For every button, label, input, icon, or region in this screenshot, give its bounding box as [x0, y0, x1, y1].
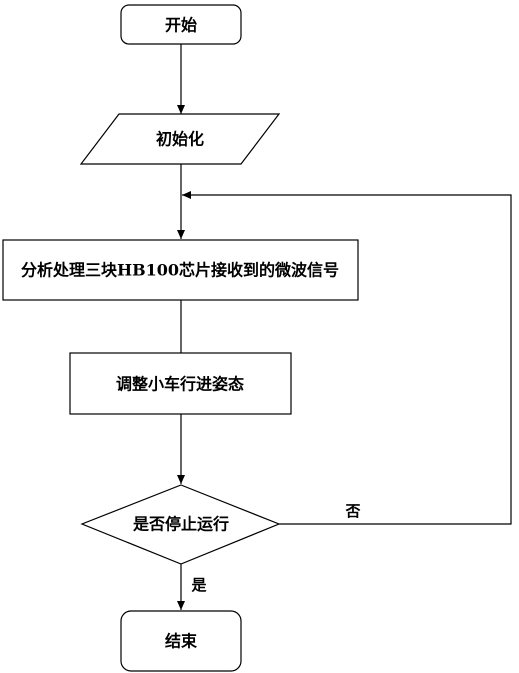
node-init-label: 初始化 [156, 130, 204, 149]
node-analyze-label: 分析处理三块HB100芯片接收到的微波信号 [21, 261, 339, 280]
edge-label-yes: 是 [190, 576, 207, 594]
node-end: 结束 [120, 610, 242, 672]
node-decide: 是否停止运行 [80, 484, 281, 565]
node-end-label: 结束 [164, 632, 198, 651]
node-adjust: 调整小车行进姿态 [69, 352, 292, 415]
node-start-label: 开始 [165, 16, 197, 35]
node-analyze: 分析处理三块HB100芯片接收到的微波信号 [2, 239, 359, 301]
node-start: 开始 [120, 4, 242, 45]
node-decide-label: 是否停止运行 [132, 515, 229, 534]
edge-label-no: 否 [344, 502, 360, 520]
node-adjust-label: 调整小车行进姿态 [116, 375, 244, 394]
node-init: 初始化 [79, 113, 281, 165]
edge-loop-back-no [182, 191, 512, 525]
